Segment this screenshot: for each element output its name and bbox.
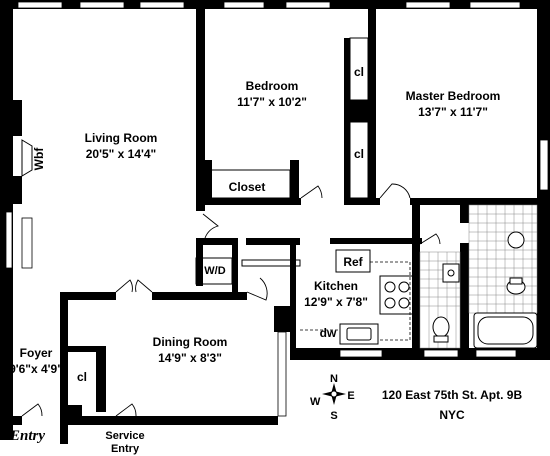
closet-lines bbox=[204, 37, 369, 199]
living-room-label: Living Room 20'5" x 14'4" bbox=[66, 130, 176, 162]
compass-south: S bbox=[330, 410, 338, 422]
fireplace bbox=[21, 139, 33, 177]
service-entry-label: Service Entry bbox=[100, 430, 150, 456]
bath-fixtures bbox=[432, 231, 538, 349]
living-room-dims: 20'5" x 14'4" bbox=[85, 147, 157, 161]
address-line2: NYC bbox=[439, 408, 465, 422]
windows bbox=[5, 1, 549, 417]
wbf-label: Wbf bbox=[32, 147, 46, 171]
living-room-name: Living Room bbox=[84, 131, 158, 145]
foyer-label: Foyer 9'6"x 4'9" bbox=[4, 345, 68, 377]
address-block: 120 East 75th St. Apt. 9B NYC bbox=[372, 387, 532, 423]
dining-room-dims: 14'9" x 8'3" bbox=[158, 351, 222, 365]
service-entry-line1: Service bbox=[105, 430, 145, 442]
master-bedroom-name: Master Bedroom bbox=[405, 89, 501, 103]
kitchen-name: Kitchen bbox=[313, 279, 358, 293]
master-bedroom-label: Master Bedroom 13'7" x 11'7" bbox=[398, 88, 508, 120]
compass-west: W bbox=[310, 396, 321, 408]
master-bedroom-dims: 13'7" x 11'7" bbox=[418, 105, 488, 119]
entry-label: Entry bbox=[10, 428, 46, 444]
kitchen-label: Kitchen 12'9" x 7'8" bbox=[296, 278, 376, 310]
dining-room-label: Dining Room 14'9" x 8'3" bbox=[140, 334, 240, 366]
dw-label: dw bbox=[319, 326, 337, 340]
bedroom-dims: 11'7" x 10'2" bbox=[237, 95, 307, 109]
dining-room-name: Dining Room bbox=[152, 335, 228, 349]
ref-label: Ref bbox=[343, 255, 363, 269]
compass-rose bbox=[322, 383, 346, 405]
compass-north: N bbox=[330, 373, 338, 385]
foyer-dims: 9'6"x 4'9" bbox=[9, 362, 63, 376]
counter-lines bbox=[248, 261, 411, 341]
closet-label: Closet bbox=[228, 180, 266, 194]
cl-label-upper: cl bbox=[353, 65, 364, 79]
foyer-name: Foyer bbox=[19, 346, 53, 360]
service-entry-line2: Entry bbox=[110, 443, 140, 455]
compass-east: E bbox=[347, 390, 355, 402]
bedroom-label: Bedroom 11'7" x 10'2" bbox=[232, 78, 312, 110]
cl-label-foyer: cl bbox=[76, 370, 87, 384]
bedroom-name: Bedroom bbox=[245, 79, 299, 93]
wd-label: W/D bbox=[204, 265, 226, 277]
address-line1: 120 East 75th St. Apt. 9B bbox=[381, 388, 523, 402]
cl-label-lower: cl bbox=[353, 147, 364, 161]
kitchen-dims: 12'9" x 7'8" bbox=[304, 295, 368, 309]
